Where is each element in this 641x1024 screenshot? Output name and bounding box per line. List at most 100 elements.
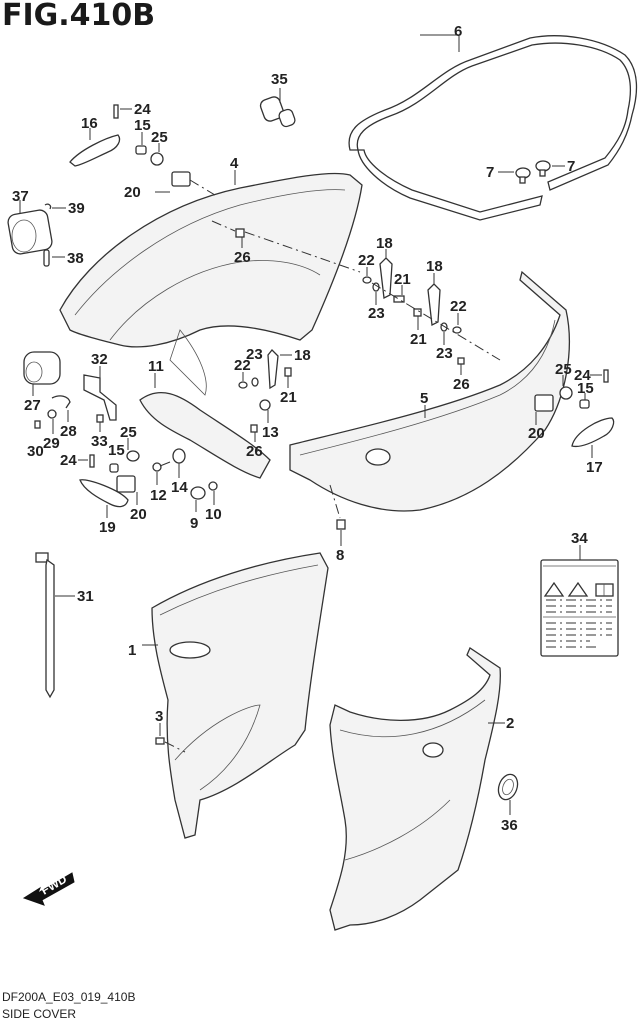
- callout-39: 39: [68, 200, 85, 217]
- part-26-bolt-b[interactable]: [457, 357, 465, 365]
- callout-29: 29: [43, 435, 60, 452]
- callout-17: 17: [586, 459, 603, 476]
- part-37-bushing[interactable]: [7, 209, 53, 255]
- part-15-bolt-mid[interactable]: [109, 463, 119, 473]
- callout-35: 35: [271, 71, 288, 88]
- part-12-bolt[interactable]: [152, 461, 171, 472]
- part-22-washer-b[interactable]: [452, 326, 462, 334]
- callout-21a: 21: [394, 271, 411, 288]
- part-2-lower-side-cover-right[interactable]: [329, 647, 501, 931]
- part-18-hook-b[interactable]: [427, 283, 441, 326]
- callout-20c: 20: [528, 425, 545, 442]
- callout-22c: 22: [234, 357, 251, 374]
- callout-33: 33: [91, 433, 108, 450]
- part-26-bolt-upper[interactable]: [211, 220, 245, 238]
- part-9-grommet[interactable]: [190, 486, 206, 500]
- callout-2: 2: [506, 715, 514, 732]
- part-20-latch-top[interactable]: [171, 171, 191, 187]
- part-18-hook-a[interactable]: [379, 257, 393, 299]
- part-19-handle[interactable]: [79, 479, 129, 508]
- part-39-clip[interactable]: [44, 203, 52, 210]
- part-18-hook-mid[interactable]: [267, 349, 279, 390]
- callout-24b: 24: [60, 452, 77, 469]
- callout-10: 10: [205, 506, 222, 523]
- callout-23c: 23: [246, 346, 263, 363]
- part-21-bolt-a[interactable]: [393, 295, 405, 303]
- part-35-fitting[interactable]: [259, 95, 296, 128]
- part-27-connector[interactable]: [23, 351, 61, 385]
- callout-15a: 15: [134, 117, 151, 134]
- part-26-bolt-mid[interactable]: [250, 424, 258, 433]
- callout-31: 31: [77, 588, 94, 605]
- part-25-bushing-mid[interactable]: [126, 450, 140, 462]
- part-30-screw[interactable]: [34, 420, 41, 429]
- part-14-bushing[interactable]: [172, 448, 186, 464]
- part-21-bolt-mid[interactable]: [284, 367, 292, 377]
- callout-19: 19: [99, 519, 116, 536]
- fwd-arrow-icon: FWD: [22, 872, 75, 906]
- part-25-bushing-top[interactable]: [150, 152, 164, 166]
- part-24-pin-mid[interactable]: [89, 454, 95, 468]
- callout-6: 6: [454, 23, 462, 40]
- part-13-collar[interactable]: [259, 399, 271, 411]
- callout-14: 14: [171, 479, 188, 496]
- part-17-handle[interactable]: [571, 417, 615, 448]
- part-25-bushing-right[interactable]: [559, 386, 573, 400]
- callout-13: 13: [262, 424, 279, 441]
- part-7-grommet-b[interactable]: [535, 160, 551, 177]
- part-15-bolt-right[interactable]: [579, 399, 590, 409]
- part-6-seal-ring[interactable]: [348, 35, 638, 221]
- part-15-bolt-top[interactable]: [135, 145, 147, 155]
- part-23-washer-mid[interactable]: [251, 377, 259, 387]
- callout-21c: 21: [280, 389, 297, 406]
- part-4-upper-side-cover-left[interactable]: [59, 172, 363, 396]
- callout-4: 4: [230, 155, 239, 172]
- callout-20a: 20: [124, 184, 141, 201]
- part-20-latch-right[interactable]: [534, 394, 554, 412]
- part-29-washer[interactable]: [47, 409, 57, 419]
- part-28-clamp[interactable]: [51, 395, 71, 409]
- part-38-pin[interactable]: [43, 249, 50, 267]
- callout-26b: 26: [246, 443, 263, 460]
- callout-20b: 20: [130, 506, 147, 523]
- part-21-bolt-b[interactable]: [413, 308, 422, 317]
- part-34-caution-label[interactable]: [540, 559, 619, 657]
- callout-18c: 18: [294, 347, 311, 364]
- part-22-washer-mid[interactable]: [238, 381, 248, 389]
- part-8-screw[interactable]: [329, 484, 346, 530]
- callout-8: 8: [336, 547, 344, 564]
- part-31-cable-tie[interactable]: [35, 552, 55, 699]
- callout-23a: 23: [368, 305, 385, 322]
- callout-15c: 15: [577, 380, 594, 397]
- callout-5: 5: [420, 390, 428, 407]
- callout-32: 32: [91, 351, 108, 368]
- callout-12: 12: [150, 487, 167, 504]
- part-16-handle[interactable]: [69, 134, 121, 167]
- callout-24a: 24: [134, 101, 151, 118]
- callout-22b: 22: [450, 298, 467, 315]
- callout-22a: 22: [358, 252, 375, 269]
- part-5-upper-side-cover-right[interactable]: [289, 270, 570, 512]
- drawing-code: DF200A_E03_019_410B: [2, 990, 136, 1004]
- callout-21b: 21: [410, 331, 427, 348]
- callout-28: 28: [60, 423, 77, 440]
- part-33-screw[interactable]: [96, 414, 104, 423]
- part-1-lower-side-cover-left[interactable]: [151, 552, 329, 839]
- part-36-grommet[interactable]: [495, 772, 521, 803]
- part-11-mount-bracket[interactable]: [139, 391, 271, 479]
- part-20-latch-mid[interactable]: [116, 475, 136, 493]
- callout-27: 27: [24, 397, 41, 414]
- callout-7a: 7: [486, 164, 494, 181]
- part-10-washer[interactable]: [208, 481, 218, 491]
- callout-25c: 25: [555, 361, 572, 378]
- part-3-bolt[interactable]: [155, 737, 186, 753]
- part-7-grommet-a[interactable]: [515, 167, 531, 184]
- callout-36: 36: [501, 817, 518, 834]
- callout-34: 34: [571, 530, 588, 547]
- part-22-washer-a[interactable]: [362, 276, 372, 284]
- part-32-bracket[interactable]: [83, 374, 117, 421]
- callout-25a: 25: [151, 129, 168, 146]
- callout-11: 11: [148, 358, 164, 375]
- part-24-pin-right[interactable]: [603, 369, 609, 383]
- part-24-pin-top[interactable]: [113, 104, 119, 119]
